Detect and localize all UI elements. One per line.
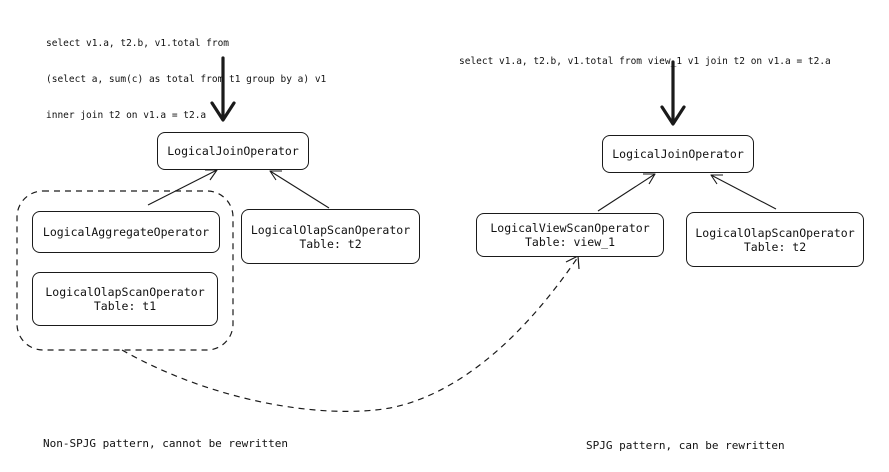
node-title: LogicalOlapScanOperator [250,222,411,237]
node-subtitle: Table: t2 [299,236,362,251]
node-subtitle: Table: view_1 [524,235,615,249]
left-join-operator-node: LogicalJoinOperator [157,132,309,170]
edge-aggregate-to-join [147,169,218,206]
olap-scan-t2-node-left: LogicalOlapScanOperator Table: t2 [241,209,420,264]
aggregate-operator-node: LogicalAggregateOperator [32,211,220,253]
edge-view-scan-to-join [597,173,656,212]
right-join-operator-node: LogicalJoinOperator [602,135,754,173]
query-to-plan-arrow-right [660,60,686,126]
right-sql-line: select v1.a, t2.b, v1.total from view_1 … [459,56,831,67]
query-to-plan-arrow-left [210,56,236,122]
node-title: LogicalAggregateOperator [42,225,210,239]
node-title: LogicalOlapScanOperator [45,285,205,299]
edge-scan-t2-to-join-right [710,174,777,210]
node-subtitle: Table: t1 [93,299,157,313]
olap-scan-t2-node-right: LogicalOlapScanOperator Table: t2 [686,212,864,267]
node-subtitle: Table: t2 [743,239,807,254]
node-title: LogicalJoinOperator [167,144,299,158]
node-title: LogicalViewScanOperator [490,221,650,235]
left-sql-line: inner join t2 on v1.a = t2.a [46,110,207,121]
spjg-caption: SPJG pattern, can be rewritten [586,439,785,452]
non-spjg-caption: Non-SPJG pattern, cannot be rewritten [43,437,289,450]
edge-scan-t2-to-join-left [269,170,330,209]
left-sql-line: (select a, sum(c) as total from t1 group… [46,74,327,85]
node-title: LogicalOlapScanOperator [695,225,855,240]
right-sql-query: select v1.a, t2.b, v1.total from view_1 … [459,32,831,80]
left-sql-line: select v1.a, t2.b, v1.total from [46,38,230,49]
view-scan-operator-node: LogicalViewScanOperator Table: view_1 [476,213,664,257]
non-spjg-subtree-region [16,190,234,351]
olap-scan-t1-node: LogicalOlapScanOperator Table: t1 [32,272,218,326]
left-sql-query: select v1.a, t2.b, v1.total from (select… [46,14,326,134]
node-title: LogicalJoinOperator [612,147,744,161]
